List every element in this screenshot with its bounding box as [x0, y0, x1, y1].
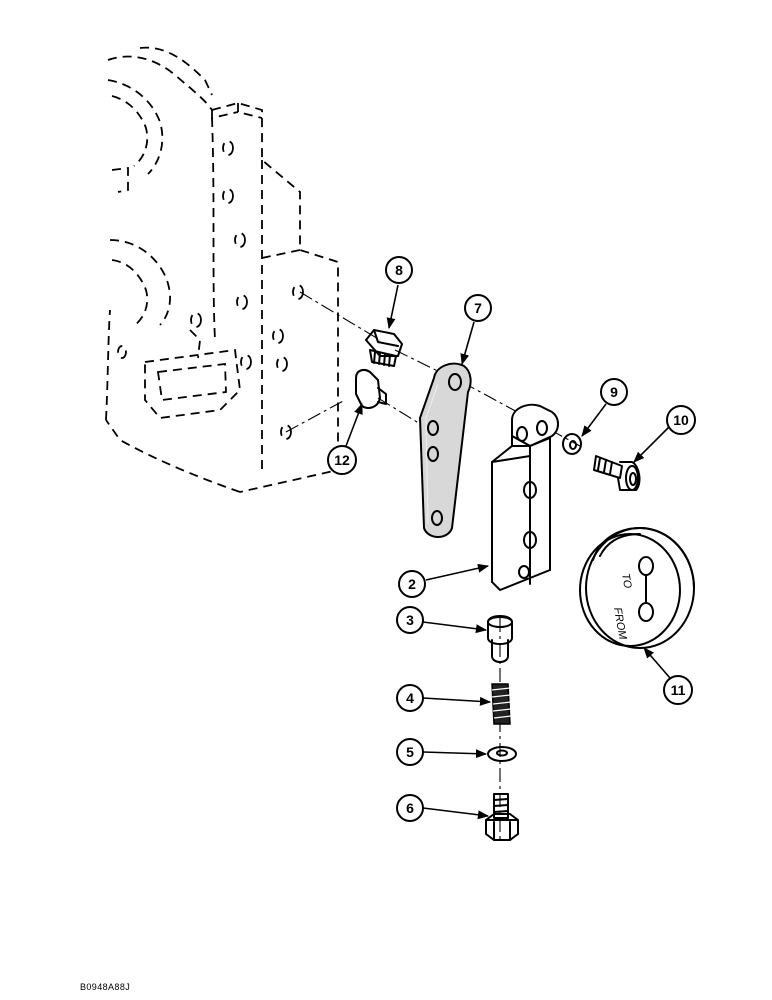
- svg-text:8: 8: [395, 262, 403, 278]
- callout-12: 12: [327, 445, 357, 475]
- svg-text:3: 3: [406, 612, 414, 628]
- callout-8: 8: [385, 256, 413, 284]
- svg-text:2: 2: [408, 576, 416, 592]
- plate-marking-from: FROM: [611, 606, 629, 641]
- washer-part-5: [487, 746, 517, 762]
- callout-5: 5: [396, 738, 424, 766]
- callout-7: 7: [464, 294, 492, 322]
- cap-screw-part-10: [593, 455, 641, 491]
- figure-code: B0948A88J: [80, 982, 131, 992]
- svg-text:9: 9: [610, 384, 618, 400]
- svg-text:4: 4: [406, 690, 414, 706]
- valve-block-part-2: [491, 403, 559, 592]
- svg-text:6: 6: [406, 800, 414, 816]
- plate-markings: TO FROM: [611, 572, 634, 641]
- elbow-part-12: [355, 369, 387, 409]
- hex-bolt-part-6: [485, 793, 519, 841]
- leader-lines: [345, 284, 671, 820]
- gasket-part-7: [418, 362, 472, 538]
- callout-10: 10: [666, 405, 696, 435]
- svg-text:12: 12: [334, 452, 350, 468]
- spring-part-4: [491, 683, 512, 725]
- svg-text:7: 7: [474, 300, 482, 316]
- svg-text:11: 11: [671, 682, 686, 698]
- callout-6: 6: [396, 794, 424, 822]
- washer-part-9: [562, 433, 582, 455]
- callout-3: 3: [396, 606, 424, 634]
- engine-housing-phantom: [105, 46, 339, 493]
- callout-9: 9: [600, 378, 628, 406]
- svg-text:5: 5: [406, 744, 414, 760]
- plunger-part-3: [487, 615, 513, 663]
- plate-marking-to: TO: [619, 572, 634, 589]
- callout-2: 2: [398, 570, 426, 598]
- callout-4: 4: [396, 684, 424, 712]
- cover-plate-part-11: [579, 527, 695, 649]
- fitting-part-8: [365, 329, 403, 367]
- callout-11: 11: [663, 675, 693, 705]
- svg-text:10: 10: [673, 412, 689, 428]
